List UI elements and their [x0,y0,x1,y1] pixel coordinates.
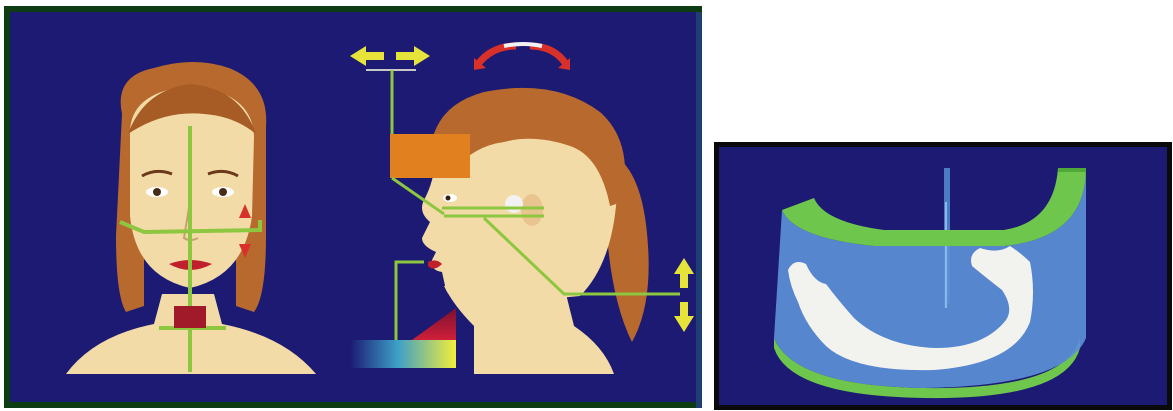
positioning-illustration-panel [4,6,702,408]
jaw-top-band-edge [1058,168,1086,172]
jaw-section-illustration [714,142,1172,410]
ear-rod-ball [505,195,523,213]
positioning-illustration [4,6,702,408]
receptor-gradient-bar [350,340,456,368]
lateral-ear [521,194,543,226]
head-holder-block [390,134,470,178]
jaw-section-illustration-panel [714,142,1172,410]
panel-shadow [696,12,702,408]
frontal-right-pupil [219,188,227,196]
lateral-pupil [446,196,451,201]
frontal-left-pupil [153,188,161,196]
chin-rest-block [174,306,206,328]
